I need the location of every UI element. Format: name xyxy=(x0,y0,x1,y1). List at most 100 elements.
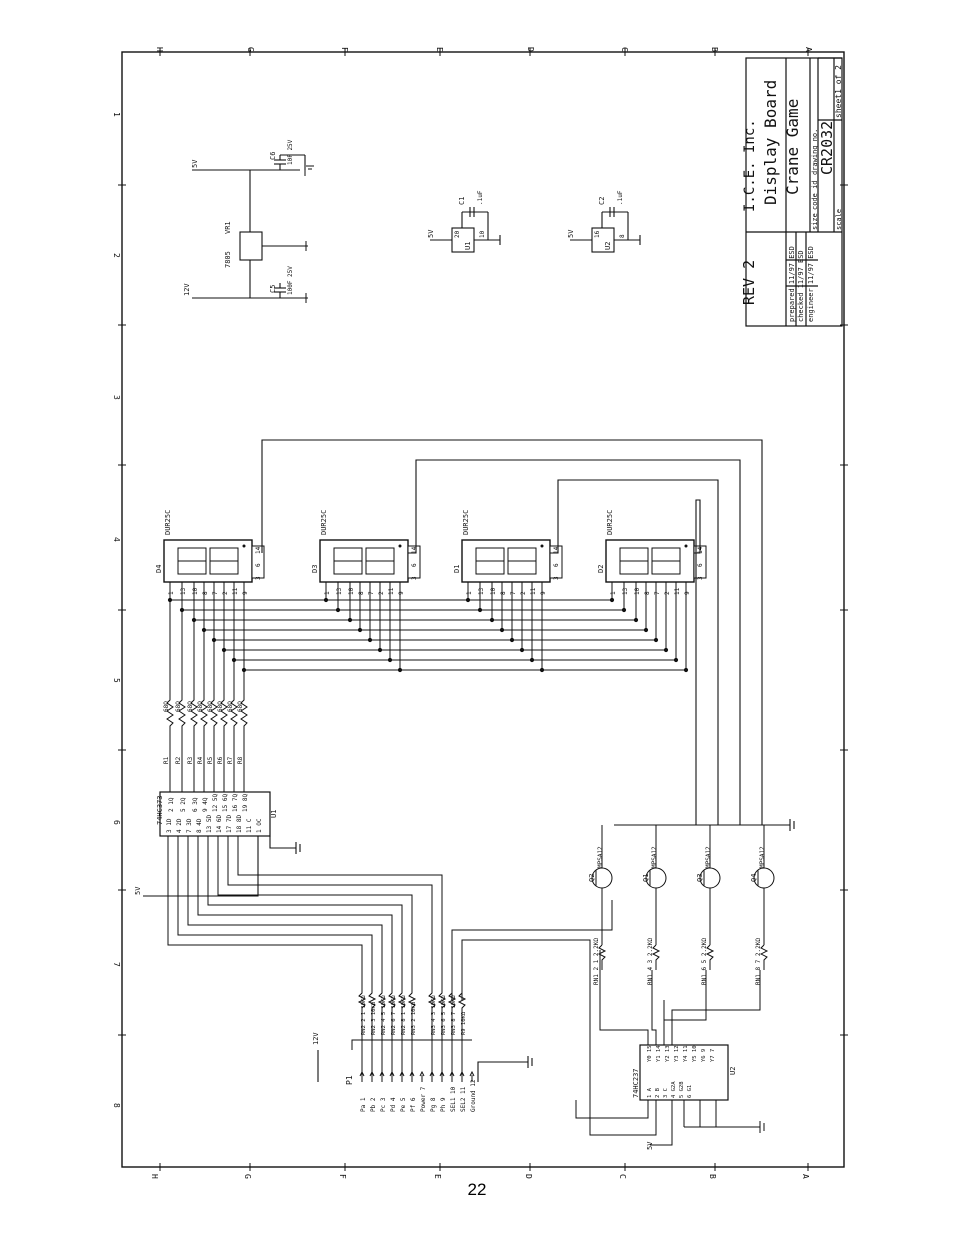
latch-input-pin: 18 8D xyxy=(236,815,243,833)
decoder-output-pin: Y2 13 xyxy=(665,1045,671,1062)
latch-output-pin: 19 8Q xyxy=(242,794,249,812)
cap-c5-ref: C5 xyxy=(269,285,277,293)
resistor-ref: R8 xyxy=(237,756,244,764)
input-resistor-label: RN2 3 10KΩ xyxy=(371,1001,377,1035)
checked-row: checked 11/97 ESD xyxy=(797,250,805,322)
latch-input-wire xyxy=(167,836,363,990)
sel-wire xyxy=(451,900,613,1000)
input-resistor-label: RN2 6 7 10KΩ xyxy=(391,995,397,1035)
u2-ref-small: U2 xyxy=(604,242,612,250)
transistor-part: MPSA12 xyxy=(651,846,658,868)
u1-pin-10: 10 xyxy=(479,230,486,238)
title-crane-game: Crane Game xyxy=(783,99,802,195)
display-pin-number: 2 xyxy=(222,591,229,595)
latch-output-pin: 12 5Q xyxy=(212,794,219,812)
bus-junction xyxy=(387,657,393,663)
connector-pin: Pa 1 xyxy=(360,1097,367,1112)
display-side-pin: 14 xyxy=(553,546,560,554)
display-pin-number: 1 xyxy=(324,591,331,595)
display-pin-number: 2 xyxy=(664,591,671,595)
display-pin-number: 11 xyxy=(232,587,239,595)
bus-junction xyxy=(529,657,535,663)
border-letter-top-g: G xyxy=(246,47,255,52)
latch-input-pin: 17 7D xyxy=(226,815,233,833)
resistor-r1 xyxy=(166,690,174,792)
resistor-r2 xyxy=(178,690,186,792)
display-side-pin: 3 xyxy=(697,576,704,580)
bus-junction xyxy=(609,597,615,603)
u1-ref-small: U1 xyxy=(464,242,472,250)
latch-input-wire xyxy=(227,836,433,990)
border-letter-bot-h: H xyxy=(150,1174,159,1179)
connector-pin: Power 7 xyxy=(420,1086,427,1112)
connector-pin: Ground 12 xyxy=(470,1079,477,1112)
latch-output-pin: 16 7Q xyxy=(232,794,239,812)
resistor-ref: R2 xyxy=(175,756,182,764)
cap-c2-value: .1uF xyxy=(617,190,624,205)
latch-74hc373 xyxy=(159,791,271,837)
decoder-output-pin: Y6 9 xyxy=(701,1049,707,1062)
latch-input-pin: 8 4D xyxy=(196,818,203,833)
display-pin-number: 9 xyxy=(242,591,249,595)
resistor-r3 xyxy=(190,690,198,792)
border-letter-top-h: H xyxy=(155,47,164,52)
bus-junction xyxy=(663,647,669,653)
display-pin-number: 13 xyxy=(180,587,187,595)
input-resistor xyxy=(447,990,457,1082)
decoder-input-pin: 1 A xyxy=(647,1087,653,1098)
display-pin-number: 1 xyxy=(610,591,617,595)
latch-part: 74HC373 xyxy=(156,795,164,825)
decoder-output-pin: Y4 11 xyxy=(683,1045,689,1062)
latch-output-pin: 2 1Q xyxy=(168,797,175,812)
bus-junction xyxy=(509,637,515,643)
bus-junction xyxy=(539,667,545,673)
title-block xyxy=(745,57,843,327)
resistor-value: 68Ω xyxy=(227,701,234,712)
decoder-input-pin: 3 C xyxy=(663,1088,669,1098)
connector-arrow xyxy=(449,1070,455,1077)
company-name: I.C.E. Inc. xyxy=(742,119,758,212)
decoder-input-pin: 4 G2A xyxy=(671,1081,677,1098)
border-letter-top-d: D xyxy=(526,47,535,52)
decoder-part: 74HC237 xyxy=(632,1068,640,1098)
transistor-part: MPSA12 xyxy=(597,846,604,868)
base-resistor xyxy=(597,944,607,970)
transistor-ref: Q1 xyxy=(642,874,650,882)
input-resistor-label: RN2 8 1 10KΩ xyxy=(401,995,407,1035)
code-label: code id xyxy=(811,180,819,210)
latch-input-pin: 1 OC xyxy=(256,818,263,833)
input-resistor xyxy=(407,990,417,1082)
display-pin-number: 10 xyxy=(634,587,641,595)
cap-c6-ref: C6 xyxy=(269,152,277,160)
resistor-r8 xyxy=(240,690,248,792)
display-pin-number: 9 xyxy=(540,591,547,595)
resistor-value: 68Ω xyxy=(197,701,204,712)
display-part: DUR25C xyxy=(320,510,328,535)
border-number-5: 5 xyxy=(112,678,121,683)
sheet-number: sheet1 of 2 xyxy=(834,65,843,118)
bus-junction xyxy=(357,627,363,633)
display-side-pin: 6 xyxy=(411,563,418,567)
latch-input-pin: 14 6D xyxy=(216,815,223,833)
bus-junction xyxy=(323,597,329,603)
resistor-r6 xyxy=(220,690,228,792)
input-resistor xyxy=(457,990,467,1082)
border-letter-bot-a: A xyxy=(801,1174,810,1179)
bus-junction xyxy=(621,607,627,613)
page-number: 22 xyxy=(467,1180,487,1199)
latch-input-pin: 4 2D xyxy=(176,818,183,833)
resistor-value: 68Ω xyxy=(163,701,170,712)
display-side-pin: 3 xyxy=(411,576,418,580)
decoupling-u2 xyxy=(570,207,641,253)
input-resistor xyxy=(437,990,447,1082)
decoder-output-pin: Y3 12 xyxy=(674,1045,680,1062)
transistor-ref: Q4 xyxy=(750,874,758,882)
display-ref: D2 xyxy=(597,565,605,573)
